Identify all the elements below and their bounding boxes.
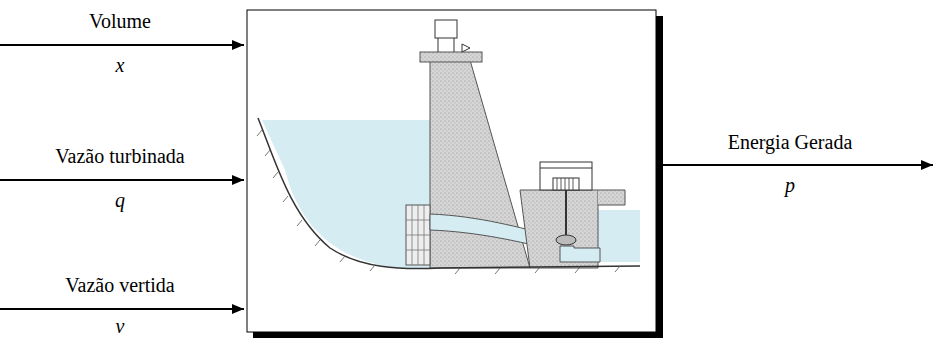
- ground-line: [258, 118, 640, 269]
- output-arrow: [656, 164, 933, 166]
- input-label: Vazão vertida: [65, 274, 174, 296]
- output-label: Energia Gerada: [728, 131, 853, 153]
- plant-box: [247, 10, 656, 332]
- turbine: [556, 235, 576, 245]
- dam-crest: [420, 52, 482, 62]
- variable-symbol: x: [116, 54, 125, 76]
- variable-symbol: p: [785, 174, 795, 196]
- variable-symbol: q: [115, 189, 125, 211]
- variable-symbol: v: [116, 315, 125, 337]
- trash-rack: [406, 205, 430, 265]
- input-arrow: [0, 179, 244, 181]
- crane: [435, 20, 457, 38]
- tailwater: [598, 210, 640, 262]
- input-label: Vazão turbinada: [55, 145, 184, 167]
- input-label: Volume: [89, 10, 151, 32]
- input-arrow: [0, 44, 244, 46]
- reservoir-water: [262, 120, 432, 268]
- generator-hall: [540, 162, 592, 190]
- input-arrow: [0, 308, 244, 310]
- draft-tube: [560, 246, 600, 262]
- generator: [553, 178, 579, 190]
